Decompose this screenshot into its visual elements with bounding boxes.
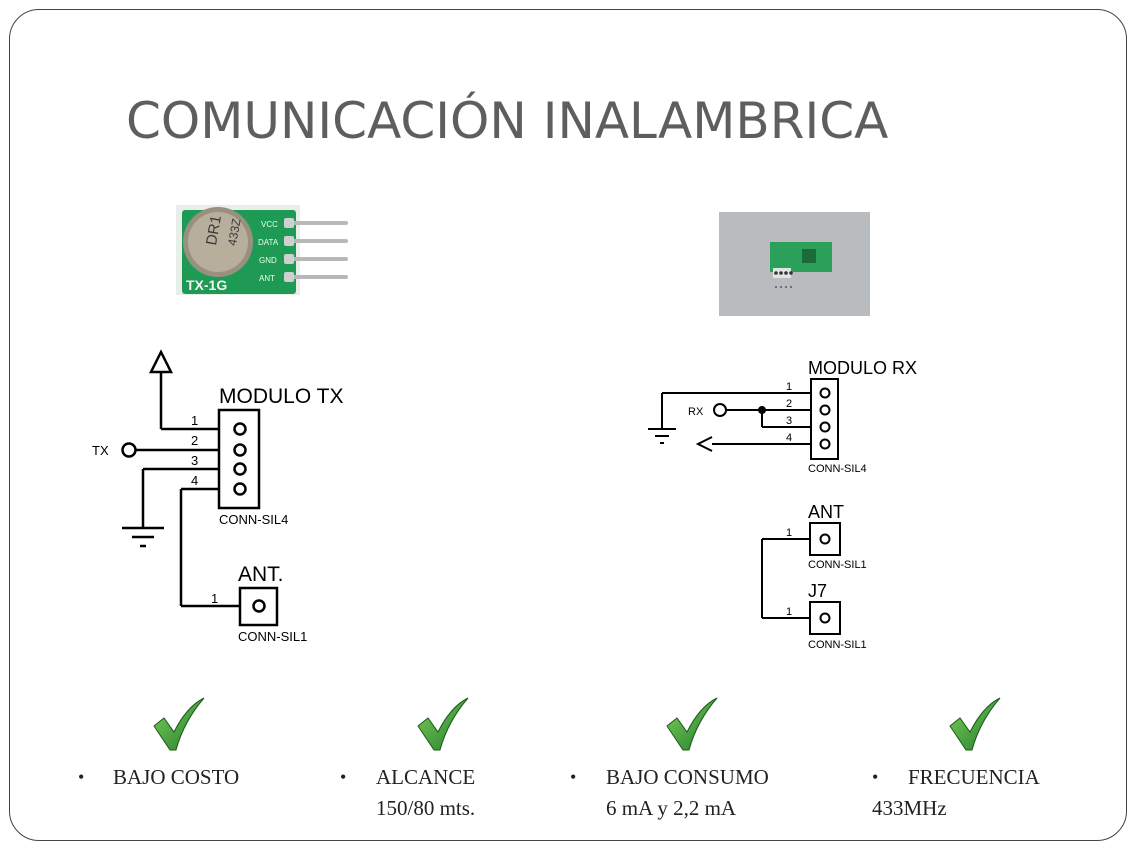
rx-pin-1: 1 [786,381,792,393]
rx-j7-pin: 1 [786,606,792,618]
check-icon-1 [153,697,205,751]
feature-bajo-consumo: • BAJO CONSUMO 6 mA y 2,2 mA [570,762,769,824]
check-icon-2 [417,697,469,751]
bullet-dot: • [872,767,879,787]
rx-module-title: MODULO RX [808,358,917,378]
rx-connector-label: CONN-SIL4 [808,463,867,475]
rx-module-photo [719,212,870,316]
rx-antenna-connector: CONN-SIL1 [808,559,867,571]
slide-title: COMUNICACIÓN INALAMBRICA [126,92,889,150]
tx-module-title: MODULO TX [219,385,343,408]
feature-line1: BAJO CONSUMO [606,765,769,789]
rx-pin-3: 3 [786,415,792,427]
tx-pin-3: 3 [191,453,198,468]
tx-connector-label: CONN-SIL4 [219,512,288,527]
tx-module-label: TX-1G [186,277,227,293]
tx-schematic [121,349,279,627]
tx-pin-1: 1 [191,413,198,428]
feature-line2: 433MHz [872,796,947,820]
rx-schematic-labels: MODULO RX 1 2 3 4 RX CONN-SIL4 ANT 1 CON… [688,358,917,651]
feature-line2: 150/80 mts. [376,796,476,820]
feature-frecuencia: • FRECUENCIA 433MHz [872,762,1040,824]
feature-line1: FRECUENCIA [908,765,1040,789]
tx-pin-4: 4 [191,473,198,488]
feature-line1: BAJO COSTO [113,765,240,789]
tx-can-text-1: DR1 [203,214,225,247]
tx-pin-label-vcc: VCC [261,220,278,229]
bullet-dot: • [570,767,577,787]
feature-line2: 6 mA y 2,2 mA [606,796,737,820]
tx-schematic-labels: MODULO TX 1 2 3 4 TX CONN-SIL4 ANT. 1 CO… [92,385,343,644]
slide-frame [9,9,1127,841]
rx-schematic [648,378,841,635]
tx-module-photo: VCC DATA GND ANT DR1 433Z TX-1G [176,205,348,295]
rx-antenna-pin: 1 [786,527,792,539]
tx-pin-label-data: DATA [258,238,279,247]
check-icon-3 [666,697,718,751]
bullet-dot: • [340,767,347,787]
rx-signal-label: RX [688,406,704,418]
feature-alcance: • ALCANCE 150/80 mts. [340,762,475,824]
rx-pin-2: 2 [786,398,792,410]
feature-line1: ALCANCE [376,765,476,789]
tx-pin-2: 2 [191,433,198,448]
bullet-dot: • [78,767,85,787]
tx-pin-label-gnd: GND [259,256,277,265]
tx-antenna-connector: CONN-SIL1 [238,629,307,644]
check-icon-4 [949,697,1001,751]
tx-signal-label: TX [92,443,109,458]
tx-can-text-2: 433Z [225,217,244,246]
tx-antenna-label: ANT. [238,563,284,586]
rx-antenna-label: ANT [808,502,844,522]
tx-pin-label-ant: ANT [259,274,275,283]
rx-pin-4: 4 [786,432,792,444]
rx-j7-connector: CONN-SIL1 [808,639,867,651]
rx-j7-label: J7 [808,581,827,601]
tx-antenna-pin: 1 [211,591,218,606]
feature-bajo-costo: • BAJO COSTO [78,762,239,793]
